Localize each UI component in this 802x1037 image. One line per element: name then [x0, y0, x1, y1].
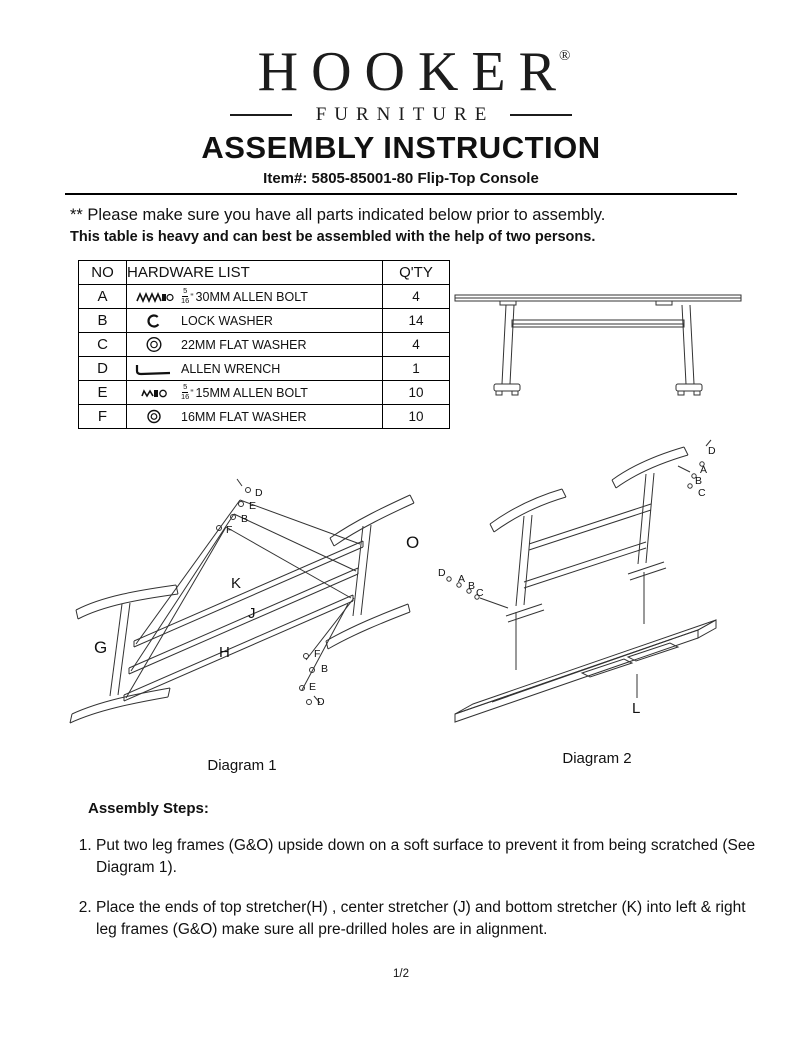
diagram2-caption: Diagram 2 — [562, 750, 632, 767]
lock-washer-icon — [127, 313, 181, 329]
hardware-callout-icons — [216, 478, 321, 705]
hardware-qty: 14 — [382, 308, 450, 333]
hardware-qty: 4 — [382, 284, 450, 309]
stretcher-j-drawing — [128, 567, 359, 675]
stretcher-k-drawing — [133, 540, 364, 648]
col-header-qty: Q'TY — [382, 260, 450, 285]
part-label-g: G — [94, 638, 107, 657]
allen-bolt-15mm-icon — [127, 386, 181, 400]
callout-d: D — [255, 487, 263, 499]
table-row: C 22MM FLAT WASHER 4 — [78, 332, 450, 357]
hardware-desc: 16MM FLAT WASHER — [181, 409, 307, 424]
assembly-steps-heading: Assembly Steps: — [88, 800, 209, 817]
brand-subtitle-row: FURNITURE — [0, 104, 802, 126]
hardware-no: B — [78, 308, 127, 333]
callout-b2: B — [321, 663, 328, 675]
hardware-table-header-row: NO HARDWARE LIST Q'TY — [78, 260, 450, 285]
alignment-lines — [479, 465, 691, 698]
header-divider — [65, 193, 737, 195]
diagram2-drawing: D A B C D A B C L — [438, 439, 717, 723]
callout-a2: A — [700, 464, 707, 476]
inch-mark: " — [190, 291, 194, 302]
part-label-k: K — [231, 575, 241, 592]
part-label-l: L — [632, 700, 640, 717]
table-row: D ALLEN WRENCH 1 — [78, 356, 450, 381]
flat-washer-22mm-icon — [127, 336, 181, 353]
table-row: F 16MM FLAT WASHER 10 — [78, 404, 450, 429]
diagram1-drawing: D E B F F B E D G O K J H — [69, 478, 419, 724]
hardware-no: E — [78, 380, 127, 405]
page-number: 1/2 — [393, 968, 409, 980]
frame-assembled-drawing — [489, 446, 689, 623]
hardware-no: A — [78, 284, 127, 309]
callout-d2: D — [708, 445, 716, 457]
callout-b: B — [468, 580, 475, 592]
assembly-steps-list: Put two leg frames (G&O) upside down on … — [70, 835, 758, 959]
hardware-qty: 4 — [382, 332, 450, 357]
callout-d2: D — [317, 696, 325, 708]
leader-lines — [125, 499, 361, 699]
part-label-j: J — [248, 605, 256, 622]
hardware-no: F — [78, 404, 127, 429]
step-text: Put two leg frames (G&O) upside down on … — [96, 837, 756, 877]
right-rule — [510, 114, 573, 116]
callout-d: D — [438, 567, 446, 579]
hardware-desc: ALLEN WRENCH — [181, 361, 281, 376]
console-table-preview-drawing — [454, 294, 742, 396]
part-label-o: O — [406, 533, 419, 552]
part-label-h: H — [219, 644, 230, 661]
flat-washer-16mm-icon — [127, 408, 181, 425]
hardware-qty: 10 — [382, 404, 450, 429]
hardware-qty: 1 — [382, 356, 450, 381]
callout-e: E — [249, 500, 256, 512]
hardware-desc: 22MM FLAT WASHER — [181, 337, 307, 352]
diagram1-caption: Diagram 1 — [207, 757, 277, 774]
inch-mark: " — [190, 387, 194, 398]
list-item: Place the ends of top stretcher(H) , cen… — [96, 897, 758, 942]
callout-c: C — [476, 587, 484, 599]
list-item: Put two leg frames (G&O) upside down on … — [96, 835, 758, 880]
callout-a: A — [458, 573, 465, 585]
callout-e2: E — [309, 681, 316, 693]
item-number-line: Item#: 5805-85001-80 Flip-Top Console — [263, 170, 539, 187]
leg-frame-o-drawing — [325, 494, 415, 650]
hardware-no: D — [78, 356, 127, 381]
registered-mark: ® — [558, 48, 571, 64]
col-header-no: NO — [78, 260, 127, 285]
left-rule — [229, 114, 292, 116]
notice-parts: ** Please make sure you have all parts i… — [70, 206, 606, 224]
leg-frame-g-drawing — [69, 584, 179, 724]
page-title: ASSEMBLY INSTRUCTION — [201, 130, 601, 165]
callout-c2: C — [698, 487, 706, 499]
callout-b: B — [241, 513, 248, 525]
allen-wrench-icon — [127, 361, 181, 377]
hardware-callout-icons — [446, 439, 712, 600]
allen-bolt-30mm-icon — [127, 290, 181, 304]
callout-f: F — [226, 524, 232, 536]
hardware-desc: LOCK WASHER — [181, 313, 273, 328]
step-text: Place the ends of top stretcher(H) , cen… — [96, 898, 746, 939]
callout-b2: B — [695, 475, 702, 487]
brand-logo: HOOKER® — [0, 40, 802, 104]
table-row: B LOCK WASHER 14 — [78, 308, 450, 333]
col-header-list: HARDWARE LIST — [126, 260, 383, 285]
tabletop-drawing — [454, 619, 717, 723]
callout-f2: F — [314, 648, 320, 660]
brand-subtitle: FURNITURE — [315, 104, 495, 125]
hardware-desc: 15MM ALLEN BOLT — [195, 385, 308, 400]
brand-text: HOOKER — [257, 41, 569, 103]
hardware-desc: 30MM ALLEN BOLT — [195, 289, 308, 304]
hardware-qty: 10 — [382, 380, 450, 405]
hardware-no: C — [78, 332, 127, 357]
notice-heavy: This table is heavy and can best be asse… — [70, 229, 596, 245]
